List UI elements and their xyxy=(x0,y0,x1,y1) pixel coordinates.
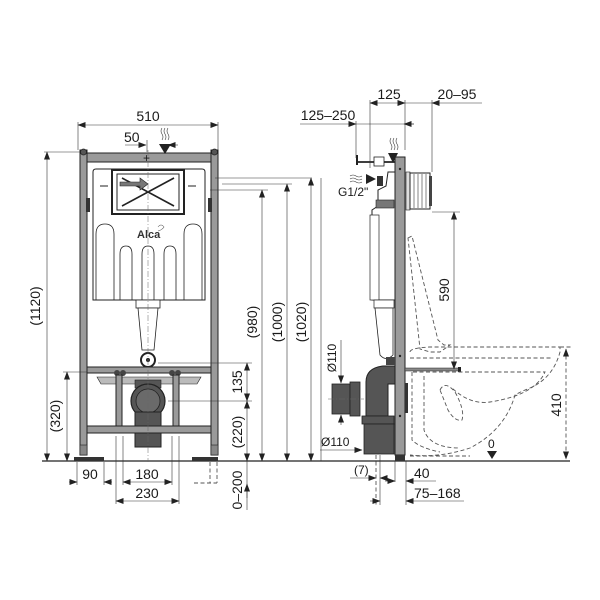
right-foot xyxy=(192,457,218,461)
dim-220: (220) xyxy=(229,416,245,449)
dim-410: 410 xyxy=(548,393,564,417)
dim-590: 590 xyxy=(436,278,452,302)
dim-180: 180 xyxy=(135,466,159,482)
drain-elbow xyxy=(365,365,396,417)
svg-text:+: + xyxy=(143,151,150,165)
dim-dia110-top: Ø110 xyxy=(325,343,339,372)
dim-0-200: 0–200 xyxy=(229,470,245,509)
dim-90: 90 xyxy=(82,466,98,482)
dim-dia110-bottom: Ø110 xyxy=(321,435,350,449)
middle-crossbar xyxy=(86,366,212,374)
dim-980: (980) xyxy=(244,306,260,339)
dim-7: (7) xyxy=(354,463,369,477)
floor-level-marker-icon xyxy=(487,451,497,459)
front-dimensions: 510 50 (1120) (320) (980) (1000) (1020) … xyxy=(27,108,314,510)
drain-outlet xyxy=(363,423,395,455)
side-view: G1/2" xyxy=(328,137,561,461)
floor-level-label: 0 xyxy=(488,437,495,451)
dim-230: 230 xyxy=(135,485,159,501)
left-post xyxy=(79,149,88,456)
dim-320: (320) xyxy=(47,400,63,433)
front-view: Alca xyxy=(74,127,219,462)
left-foot xyxy=(74,457,104,461)
alca-logo: Alca xyxy=(137,229,161,241)
dim-510: 510 xyxy=(136,108,160,124)
dim-135: 135 xyxy=(229,370,245,394)
side-frame-post xyxy=(394,156,406,456)
left-support xyxy=(115,374,123,431)
dim-1000: (1000) xyxy=(269,302,285,342)
right-post xyxy=(210,149,219,456)
dim-1020: (1020) xyxy=(293,302,309,342)
dim-40: 40 xyxy=(414,465,430,481)
right-support xyxy=(172,374,180,431)
dim-75-168: 75–168 xyxy=(414,485,461,501)
dim-125-250: 125–250 xyxy=(301,107,356,123)
lower-crossbar xyxy=(86,425,212,434)
dim-1120: (1120) xyxy=(27,286,43,325)
dim-125: 125 xyxy=(377,86,401,102)
label-g12: G1/2" xyxy=(338,185,368,199)
dim-20-95: 20–95 xyxy=(438,86,477,102)
side-dimensions: 125 20–95 125–250 590 Ø110 Ø110 (7) xyxy=(300,86,572,505)
flush-plate-box xyxy=(409,172,431,210)
dim-50: 50 xyxy=(124,129,140,145)
